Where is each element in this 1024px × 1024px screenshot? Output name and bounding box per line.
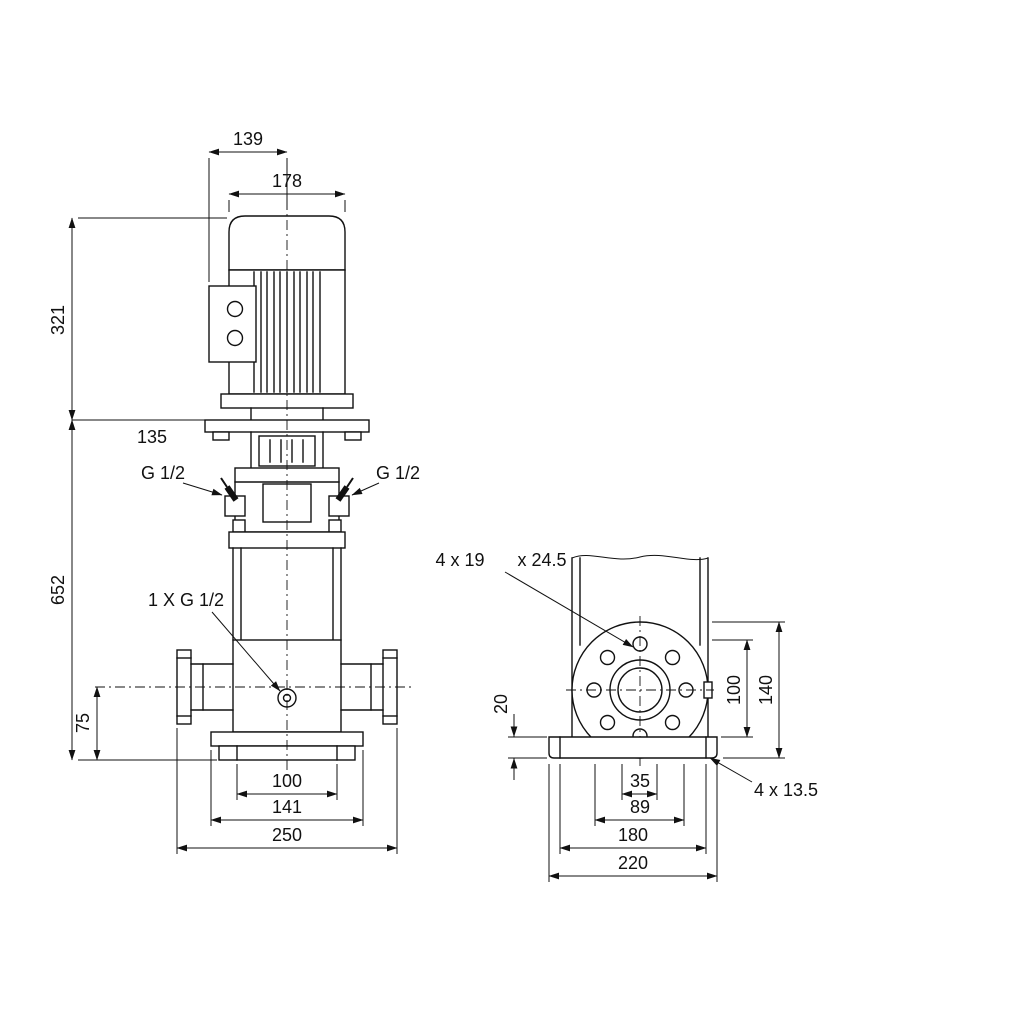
stool-foot-right	[344, 431, 362, 441]
dim-20: 20	[491, 694, 511, 714]
g12-plug-right	[335, 485, 350, 502]
dim-180: 180	[618, 825, 648, 845]
base-plate-side	[548, 736, 718, 759]
leader-drain	[211, 611, 281, 692]
side-view: 4 x 19 x 24.5 20 100 140 4 x 13.5 35 89	[435, 550, 818, 882]
leader-g12-left	[182, 482, 223, 496]
dim-139: 139	[233, 129, 263, 149]
terminal-box	[208, 285, 257, 363]
bolt-hole	[664, 714, 681, 731]
staybolt-nut-right	[328, 519, 342, 533]
dim-35: 35	[630, 771, 650, 791]
bolt-hole	[599, 649, 616, 666]
staybolt-nut-left	[232, 519, 246, 533]
dim-140: 140	[756, 675, 776, 705]
leader-g12-right	[351, 482, 380, 496]
dim-141: 141	[272, 797, 302, 817]
stool-foot-left	[212, 431, 230, 441]
label-flange-holes-count: 4 x 19	[435, 550, 484, 570]
dim-75: 75	[73, 713, 93, 733]
dim-100: 100	[724, 675, 744, 705]
coupling-guard-slots	[269, 439, 304, 463]
g12-plug-left	[224, 485, 239, 502]
dim-220: 220	[618, 853, 648, 873]
cable-entry-hole	[226, 329, 244, 347]
label-g12-left: G 1/2	[141, 463, 185, 483]
leader-base-holes	[709, 757, 753, 783]
dim-321: 321	[48, 305, 68, 335]
dim-250: 250	[272, 825, 302, 845]
front-view: 139 178 321 652 135 75 G 1/2 G 1/2 1 X G…	[48, 129, 420, 854]
g12-plug-right-pin	[346, 477, 354, 488]
label-flange-holes-spotface: x 24.5	[517, 550, 566, 570]
bolt-hole	[664, 649, 681, 666]
label-g12-right: G 1/2	[376, 463, 420, 483]
dim-100: 100	[272, 771, 302, 791]
break-line	[571, 554, 709, 561]
dim-652: 652	[48, 575, 68, 605]
leader-flange-holes	[504, 571, 634, 648]
label-base-holes: 4 x 13.5	[754, 780, 818, 800]
dim-135: 135	[137, 427, 167, 447]
label-drain: 1 X G 1/2	[148, 590, 224, 610]
bolt-hole	[599, 714, 616, 731]
cable-entry-hole	[226, 300, 244, 318]
dim-178: 178	[272, 171, 302, 191]
dim-89: 89	[630, 797, 650, 817]
g12-plug-left-pin	[220, 477, 228, 488]
